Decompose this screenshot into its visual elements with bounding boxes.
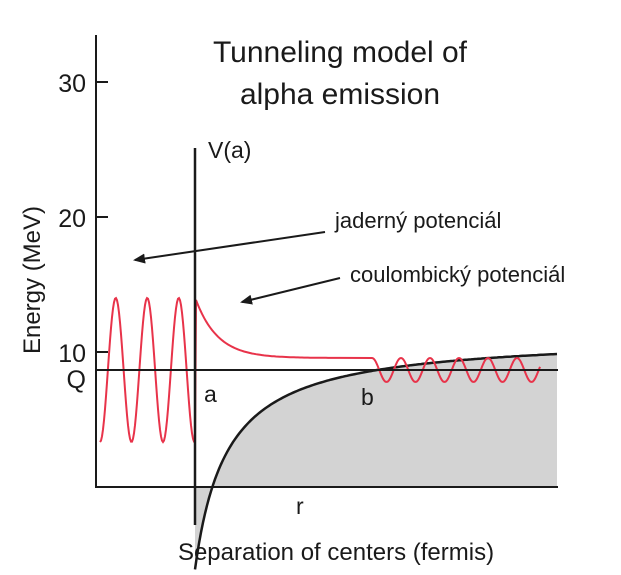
coulomb-potential-annotation: coulombický potenciál xyxy=(350,262,565,287)
coulomb-barrier-region xyxy=(195,354,557,570)
title-line-1: Tunneling model of xyxy=(213,36,468,69)
nuclear-annotation-arrow xyxy=(133,231,326,264)
y-tick-label-30: 30 xyxy=(58,70,86,98)
x-axis-label: Separation of centers (fermis) xyxy=(178,539,494,566)
y-axis-label: Energy (MeV) xyxy=(19,206,46,354)
nuclear-potential-annotation: jaderný potenciál xyxy=(334,208,501,233)
point-b-label: b xyxy=(361,384,374,410)
point-a-label: a xyxy=(204,381,217,407)
barrier-top-label: V(a) xyxy=(208,137,251,163)
alpha-wave-function xyxy=(99,296,541,444)
q-level-label: Q xyxy=(67,366,86,394)
coulomb-annotation-arrow xyxy=(240,277,341,305)
title-line-2: alpha emission xyxy=(240,78,440,111)
r-label: r xyxy=(296,493,304,519)
y-tick-label-20: 20 xyxy=(58,205,86,233)
y-tick-label-10: 10 xyxy=(58,340,86,368)
